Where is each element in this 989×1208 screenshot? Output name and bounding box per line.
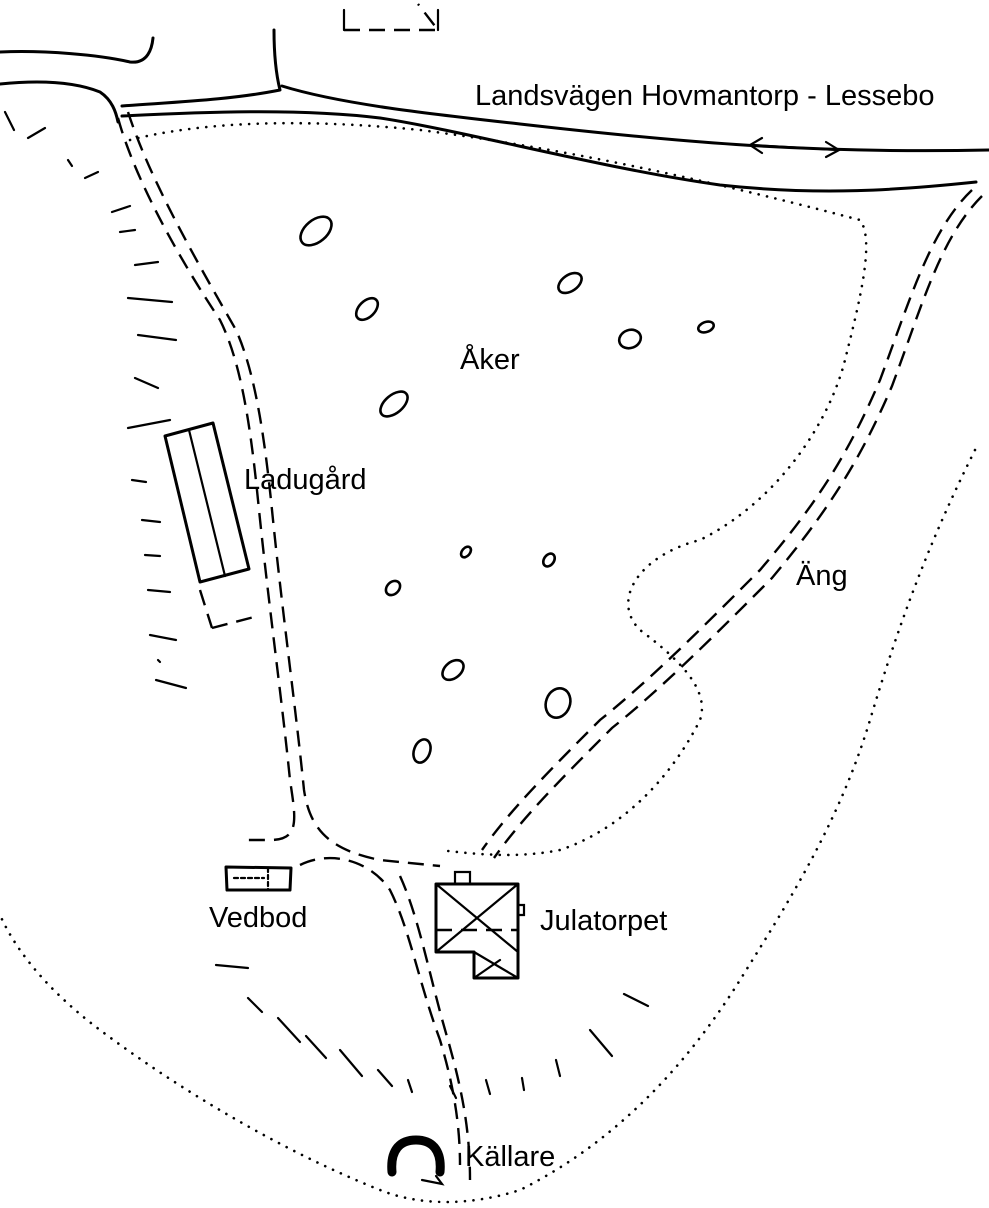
woodshed-label: Vedbod (209, 902, 308, 934)
meadow-boundary (0, 448, 977, 1204)
meadow-label: Äng (796, 560, 848, 592)
slope-hachures-west (3, 110, 188, 690)
field-boundary (128, 121, 868, 857)
meadow-track (481, 189, 983, 859)
cellar-label: Källare (465, 1141, 556, 1173)
road-label: Landsvägen Hovmantorp - Lessebo (475, 80, 935, 112)
woodshed-building (224, 865, 293, 892)
slope-hachures-south (214, 963, 650, 1100)
survey-mark (342, 3, 441, 32)
cottage-label: Julatorpet (540, 905, 668, 937)
farm-track-west (116, 111, 441, 868)
field-label: Åker (460, 344, 520, 376)
barn-label: Ladugård (244, 464, 367, 496)
cottage-building (434, 870, 526, 980)
road (0, 28, 989, 193)
path-to-cellar (299, 857, 472, 1181)
field-boulders (299, 215, 716, 764)
road-direction-arrow-icon (747, 136, 842, 159)
cellar-icon (387, 1135, 445, 1186)
barn-building (163, 421, 251, 584)
